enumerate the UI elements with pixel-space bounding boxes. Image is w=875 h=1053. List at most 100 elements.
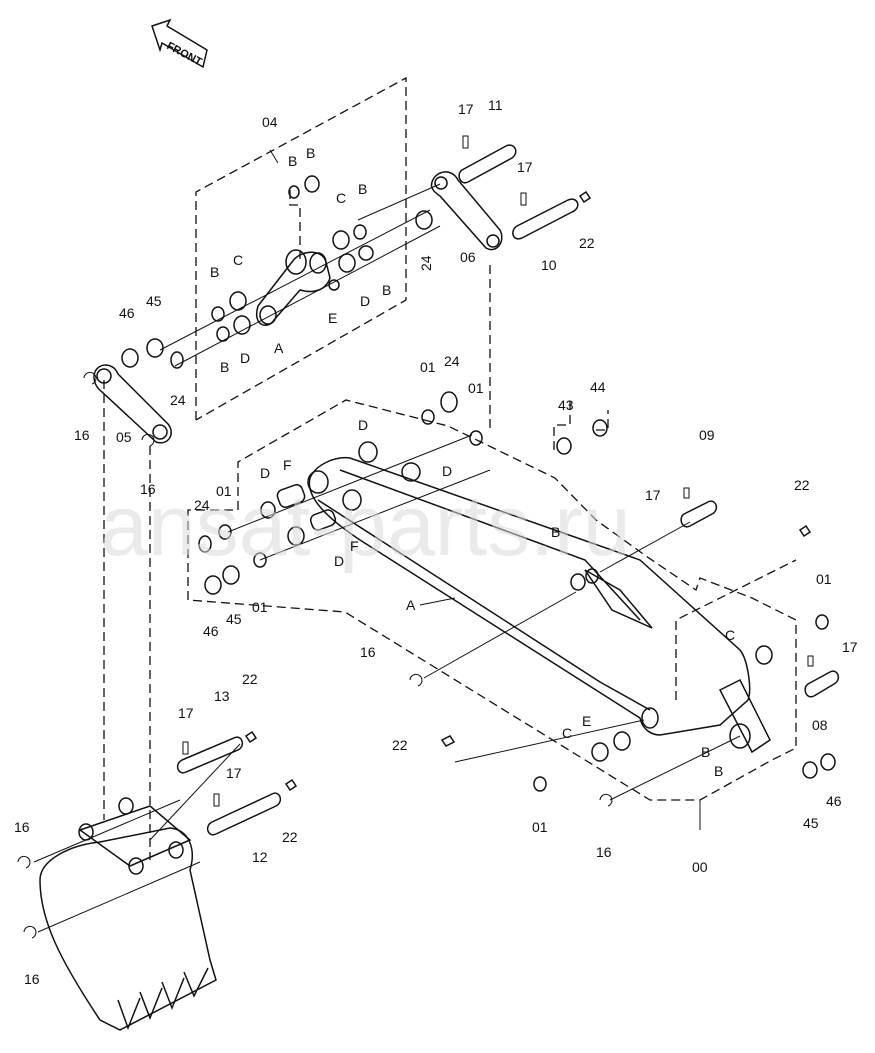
seal-01: [469, 430, 483, 446]
part-labels: 04 00 11 17 17 22 10 06 24 B B C B B C B…: [14, 97, 858, 987]
label-01: 01: [532, 819, 548, 835]
shim-24: [198, 535, 212, 553]
snap-ring-16: [409, 673, 423, 687]
label-24: 24: [444, 353, 460, 369]
label-17: 17: [842, 639, 858, 655]
label-24: 24: [170, 392, 186, 408]
label-13: 13: [214, 688, 230, 704]
key-E: E: [582, 713, 591, 729]
label-46: 46: [203, 623, 219, 639]
alignment-lines: [103, 190, 797, 860]
bushing-E: [613, 731, 631, 751]
link-05: [83, 364, 172, 447]
seal-01: [533, 776, 547, 792]
label-45: 45: [803, 815, 819, 831]
key-D: D: [358, 417, 368, 433]
leader-04: [269, 149, 279, 164]
bushing-D: [401, 462, 421, 482]
key-B: B: [701, 744, 710, 760]
lock-pin-17: [213, 793, 220, 807]
label-45: 45: [226, 611, 242, 627]
label-22: 22: [282, 829, 298, 845]
link-assembly-04: [121, 175, 441, 369]
label-04: 04: [262, 114, 278, 130]
label-17: 17: [226, 765, 242, 781]
label-01: 01: [420, 359, 436, 375]
key-A: A: [274, 340, 284, 356]
key-C: C: [233, 252, 243, 268]
group-00-boundary: [187, 399, 797, 830]
key-D: D: [360, 293, 370, 309]
seal-B: [211, 306, 225, 322]
key-B: B: [551, 524, 560, 540]
label-24: 24: [194, 497, 210, 513]
label-01: 01: [468, 380, 484, 396]
bushing-C: [229, 291, 247, 311]
key-C: C: [336, 190, 346, 206]
label-22: 22: [794, 477, 810, 493]
bucket: [39, 827, 217, 1031]
washer-45: [802, 761, 818, 779]
lock-pin-17: [462, 135, 469, 149]
label-22: 22: [579, 235, 595, 251]
snap-ring-16: [17, 855, 31, 869]
key-A: A: [406, 597, 416, 613]
label-06: 06: [460, 249, 476, 265]
label-16: 16: [140, 481, 156, 497]
boom-A: [307, 456, 771, 754]
snap-ring-16: [23, 925, 37, 939]
grease-nipple-22: [440, 735, 456, 747]
label-46: 46: [826, 793, 842, 809]
bushing-D: [287, 526, 305, 546]
link-06-and-pins: [357, 135, 592, 251]
washer-46: [121, 348, 139, 368]
key-D: D: [334, 553, 344, 569]
lock-pin-17: [807, 655, 814, 667]
pin-10: [512, 198, 579, 240]
washer-44: [592, 419, 608, 437]
shim-24: [170, 351, 184, 369]
label-16: 16: [14, 819, 30, 835]
label-12: 12: [252, 849, 268, 865]
key-F: F: [350, 538, 359, 554]
snap-ring-16: [141, 433, 155, 447]
seal-B: [353, 224, 367, 240]
label-00: 00: [692, 859, 708, 875]
pin-11: [458, 144, 517, 184]
key-D: D: [240, 350, 250, 366]
seal-B: [358, 245, 374, 261]
bushing-D: [358, 441, 378, 463]
snap-ring-16: [83, 371, 97, 385]
key-F: F: [283, 457, 292, 473]
lock-pin-17: [520, 192, 527, 206]
front-direction-arrow: FRONT: [151, 18, 208, 69]
label-17: 17: [645, 487, 661, 503]
key-B: B: [306, 145, 315, 161]
label-45: 45: [146, 293, 162, 309]
key-D: D: [442, 463, 452, 479]
washer-46: [820, 753, 836, 771]
key-D: D: [260, 465, 270, 481]
label-16: 16: [596, 844, 612, 860]
pin-09: [680, 500, 718, 528]
label-09: 09: [699, 427, 715, 443]
bushing-C: [332, 230, 350, 250]
bushing-D: [233, 315, 251, 335]
boom-tip-parts: [409, 487, 840, 807]
label-05: 05: [116, 429, 132, 445]
seal-01: [421, 409, 435, 425]
label-16: 16: [360, 644, 376, 660]
label-24: 24: [418, 255, 434, 271]
pin-08: [804, 670, 840, 698]
boom-bushings: [198, 391, 608, 595]
key-B: B: [210, 264, 219, 280]
grease-nipple-22: [798, 524, 812, 538]
bucket-teeth: [117, 967, 209, 1031]
label-01: 01: [816, 571, 832, 587]
seal-01: [815, 614, 829, 630]
bushing-C: [755, 645, 773, 665]
key-C: C: [562, 725, 572, 741]
label-17: 17: [458, 101, 474, 117]
lock-pin-17: [182, 741, 189, 755]
